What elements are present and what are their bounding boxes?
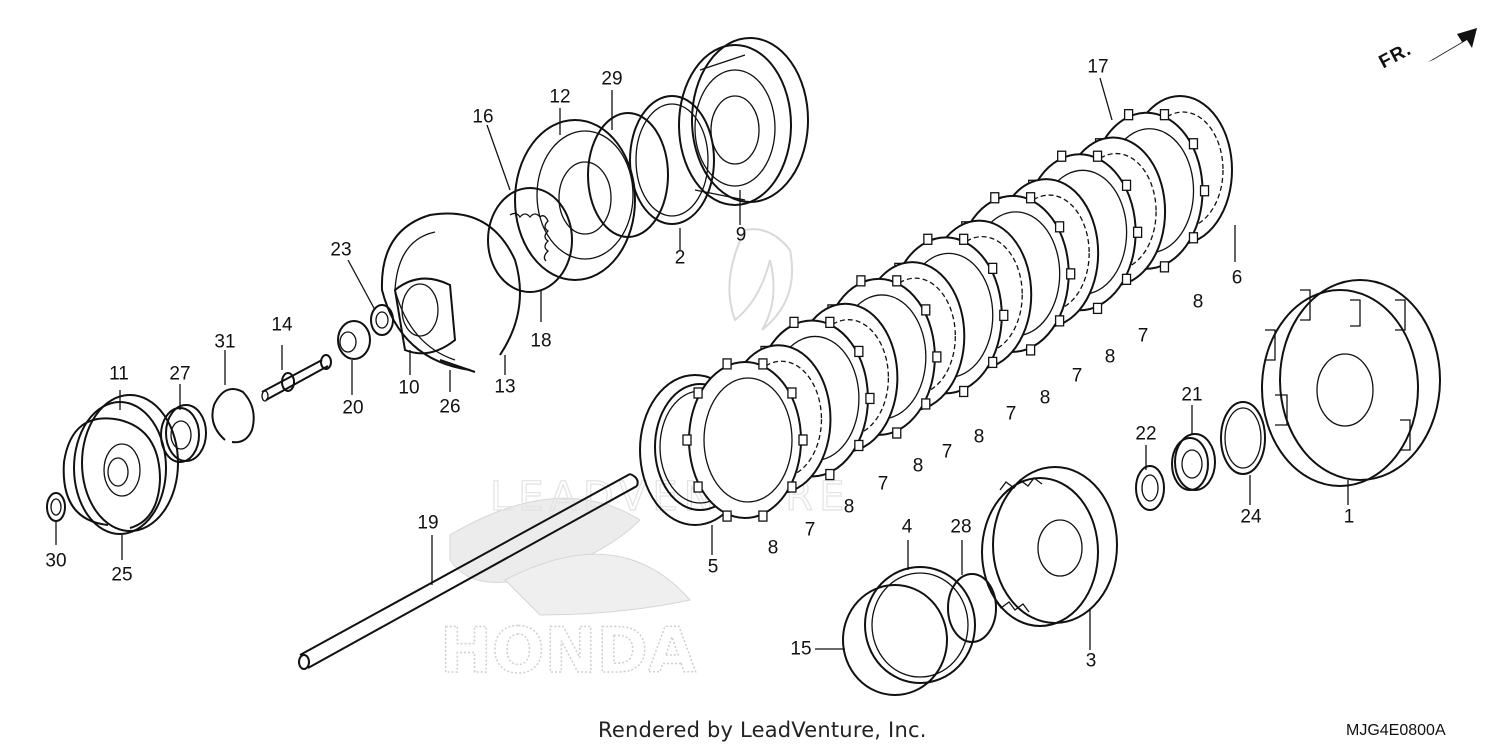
label-part-12[interactable]: 12	[549, 86, 571, 108]
part-26-spring-plate	[380, 212, 521, 373]
render-credit: Rendered by LeadVenture, Inc.	[598, 718, 927, 742]
part-28-o-ring	[947, 573, 997, 643]
part-1-clutch-outer	[1261, 279, 1441, 487]
label-part-24[interactable]: 24	[1240, 506, 1262, 528]
label-part-7[interactable]: 7	[941, 441, 953, 463]
label-part-7[interactable]: 7	[804, 519, 816, 541]
label-part-8[interactable]: 8	[1039, 387, 1051, 409]
diagram-code: MJG4E0800A	[1346, 722, 1446, 739]
part-4-o-ring	[864, 566, 976, 684]
label-part-28[interactable]: 28	[950, 516, 972, 538]
part-12-clutch-piston	[514, 119, 636, 281]
label-part-5[interactable]: 5	[707, 556, 719, 578]
flame-watermark	[728, 228, 794, 331]
label-part-26[interactable]: 26	[439, 396, 461, 418]
label-part-11[interactable]: 11	[109, 363, 129, 385]
label-part-21[interactable]: 21	[1181, 384, 1203, 406]
part-21-lock-nut	[1171, 433, 1216, 491]
label-part-8[interactable]: 8	[843, 496, 855, 518]
part-31-circlip	[211, 388, 255, 444]
label-part-7[interactable]: 7	[1137, 325, 1149, 347]
label-part-4[interactable]: 4	[901, 516, 913, 538]
part-25-wire-ring	[62, 417, 162, 529]
label-part-8[interactable]: 8	[973, 426, 985, 448]
label-part-9[interactable]: 9	[735, 224, 747, 246]
label-part-7[interactable]: 7	[1005, 403, 1017, 425]
label-part-14[interactable]: 14	[271, 314, 293, 336]
label-part-10[interactable]: 10	[398, 377, 420, 399]
label-part-8[interactable]: 8	[767, 537, 779, 559]
label-part-8[interactable]: 8	[912, 455, 924, 477]
label-part-8[interactable]: 8	[1192, 291, 1204, 313]
label-part-17[interactable]: 17	[1087, 56, 1109, 78]
label-part-31[interactable]: 31	[214, 331, 236, 353]
label-part-18[interactable]: 18	[530, 330, 552, 352]
part-27-bearing	[160, 404, 207, 463]
honda-watermark-text: HONDA	[440, 614, 696, 687]
label-part-20[interactable]: 20	[342, 397, 364, 419]
label-part-27[interactable]: 27	[169, 363, 191, 385]
part-9-clutch-drum	[678, 37, 809, 206]
label-part-19[interactable]: 19	[417, 512, 439, 534]
label-part-2[interactable]: 2	[674, 247, 686, 269]
label-part-8[interactable]: 8	[1104, 346, 1116, 368]
label-part-6[interactable]: 6	[1231, 267, 1243, 289]
part-18-wave-spring	[487, 187, 573, 293]
label-part-7[interactable]: 7	[1071, 365, 1083, 387]
label-part-1[interactable]: 1	[1343, 506, 1355, 528]
part-29-o-ring	[587, 112, 669, 238]
label-part-13[interactable]: 13	[494, 376, 516, 398]
part-19-mainshaft	[298, 473, 639, 670]
part-3-clutch-hub	[981, 466, 1118, 627]
part-15-o-ring	[842, 584, 948, 696]
label-part-29[interactable]: 29	[601, 68, 623, 90]
part-30-snap-ring	[46, 492, 66, 522]
label-part-3[interactable]: 3	[1085, 650, 1097, 672]
label-part-16[interactable]: 16	[472, 106, 494, 128]
label-part-30[interactable]: 30	[45, 550, 67, 572]
front-direction-arrow	[1428, 28, 1477, 62]
leader-lines	[55, 77, 1349, 650]
label-part-25[interactable]: 25	[111, 564, 133, 586]
part-24-washer	[1220, 401, 1266, 475]
part-2-o-ring	[629, 95, 715, 225]
part-22-needle-bearing	[1135, 465, 1165, 511]
friction-disc	[682, 358, 808, 522]
part-20-needle-bearing	[337, 320, 371, 360]
label-part-22[interactable]: 22	[1135, 423, 1157, 445]
label-part-7[interactable]: 7	[877, 473, 889, 495]
part-14-pin	[261, 354, 332, 402]
label-part-15[interactable]: 15	[790, 638, 812, 660]
honda-watermark: HONDA	[439, 497, 697, 688]
label-part-23[interactable]: 23	[330, 239, 352, 261]
part-11-cover	[73, 394, 179, 535]
clutch-plate-stack	[682, 95, 1233, 522]
